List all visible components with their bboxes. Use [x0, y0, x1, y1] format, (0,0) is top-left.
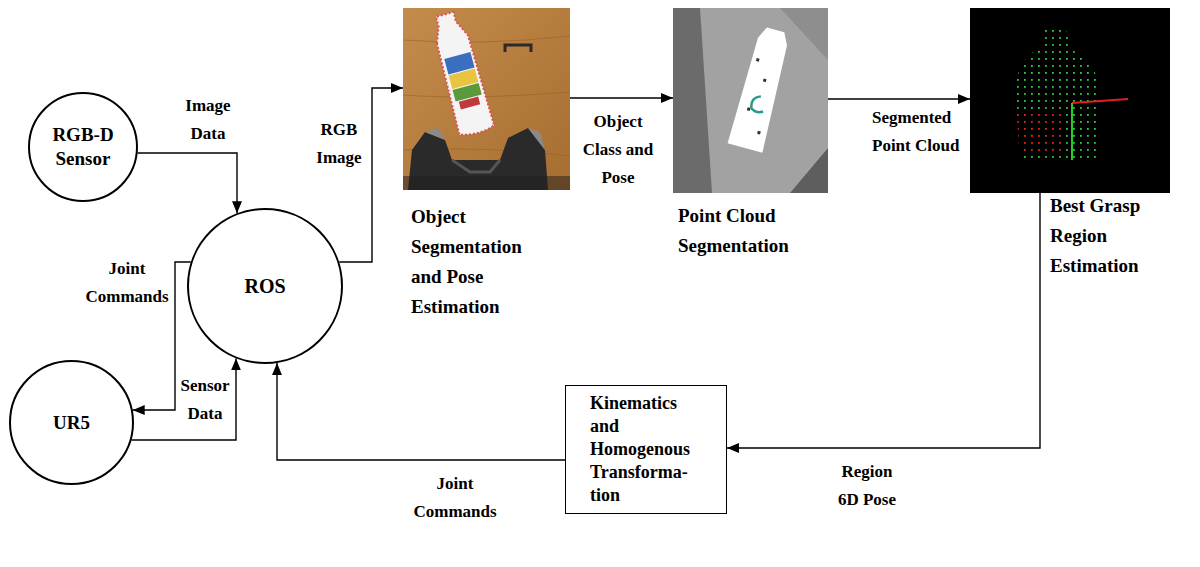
connector-arrow — [132, 358, 237, 440]
edge-label: Segmented Point Cloud — [872, 104, 972, 160]
connector-arrow — [727, 193, 1040, 448]
edge-label: Region 6D Pose — [836, 458, 898, 514]
edge-label: Object Class and Pose — [582, 108, 654, 192]
node-label: UR5 — [21, 411, 122, 435]
connector-arrow — [277, 363, 565, 460]
panel-caption: Object Segmentation and Pose Estimation — [411, 202, 543, 322]
panel-caption: Best Grasp Region Estimation — [1050, 191, 1158, 281]
edge-label: Joint Commands — [410, 470, 500, 526]
connector-arrow — [339, 88, 403, 262]
connector-arrow — [570, 97, 673, 98]
edge-label: RGB Image — [310, 116, 368, 172]
connector-arrow — [828, 98, 970, 99]
grasp-point-cloud — [970, 8, 1170, 193]
edge-label: Joint Commands — [82, 255, 172, 311]
edge-label: Image Data — [178, 92, 238, 148]
sensor-circle: RGB-D Sensor — [28, 92, 138, 202]
image-panel: Best Grasp Region Estimation — [970, 8, 1170, 193]
connector-arrow — [138, 153, 237, 213]
edge-label: Sensor Data — [178, 372, 232, 428]
process-box: Kinematics and Homogenous Transforma- ti… — [565, 385, 727, 514]
rgb-scene — [403, 8, 570, 190]
panel-caption: Point Cloud Segmentation — [678, 201, 818, 261]
image-panel: Object Segmentation and Pose Estimation — [403, 8, 570, 190]
point-cloud-view — [673, 8, 828, 193]
ros-circle: ROS — [187, 208, 343, 364]
robot-circle: UR5 — [9, 360, 134, 485]
node-label: ROS — [199, 274, 331, 298]
image-panel: Point Cloud Segmentation — [673, 8, 828, 193]
node-label: Kinematics and Homogenous Transforma- ti… — [590, 392, 702, 507]
node-label: RGB-D Sensor — [40, 123, 126, 171]
